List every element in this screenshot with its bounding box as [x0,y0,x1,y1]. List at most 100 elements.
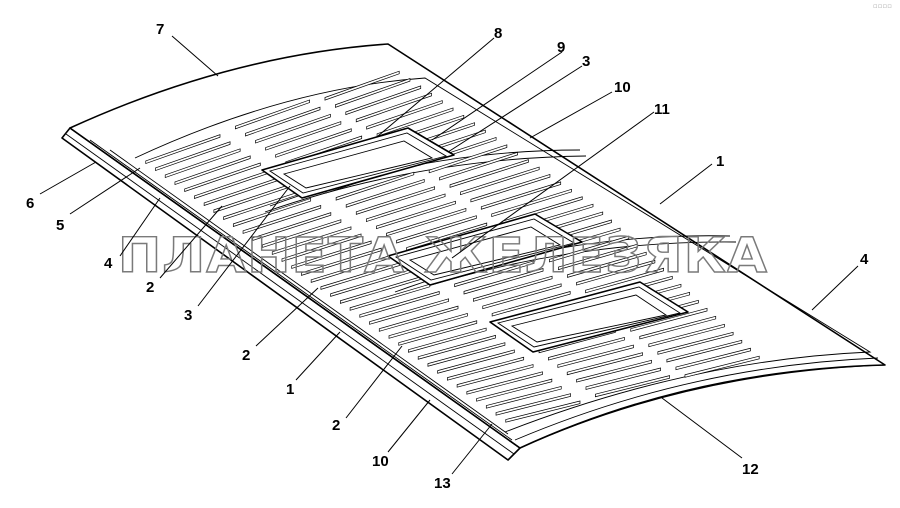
callout-11: 11 [654,101,670,118]
stamped-slot [466,371,543,395]
stamped-slot [427,342,506,367]
stamped-slot [164,148,241,179]
stamped-slot [480,181,562,210]
stamped-slot [349,283,431,311]
hatch-front [261,127,455,199]
stamped-slot [567,251,647,278]
leader-10-top [529,91,613,139]
stamped-slot [345,85,422,116]
leader-10-low [387,399,431,453]
callout-12: 12 [742,461,759,478]
stamped-slot [366,100,443,130]
roof-inner-frame [134,77,872,433]
hatch-openings [261,127,689,353]
stamped-slot [585,267,664,294]
hatch-rear [489,281,689,353]
stamped-slot [145,134,221,165]
stamped-slot [388,312,468,339]
stamped-slot [675,347,751,371]
stamped-slot [557,344,634,368]
callout-2-low: 2 [332,417,340,434]
stamped-slot [485,385,562,409]
leader-11 [451,111,655,259]
stamped-slot [376,200,456,230]
stamped-slot [505,400,581,423]
stamped-slot [369,298,449,325]
stamped-slot [271,226,352,255]
stamped-slot [476,378,553,402]
edge-strip-c [109,149,509,435]
stamped-slot [548,336,625,361]
stamped-slot [245,106,321,137]
stamped-slot [666,339,743,363]
stamped-slot [657,331,734,355]
edge-strip-b [89,139,513,441]
callout-2-top: 2 [146,279,154,296]
leader-1-right [659,163,713,205]
stamped-slot [265,121,342,151]
stamped-slot [428,144,508,174]
stamped-slot [335,78,411,108]
callout-4-left: 4 [104,255,113,272]
stamped-slot [242,205,322,234]
stamped-slot [275,128,352,158]
stamped-slot [174,155,251,186]
stamped-slot [639,315,717,340]
stamped-slot [408,327,487,353]
stamped-slot [345,178,425,208]
stamped-slot [376,107,454,137]
stamped-slot [396,215,477,244]
edge-strip-a [65,133,515,455]
stamped-slot [232,197,312,227]
stamped-slot [595,375,670,398]
rear-strip-b [514,357,879,441]
stamped-slot [324,70,400,101]
leader-1-left [295,331,341,381]
leader-6 [39,161,97,195]
leader-3-left [197,185,291,307]
stamped-slot [576,359,652,383]
stamped-slot [576,259,656,286]
stamped-slot [491,188,572,218]
callout-13: 13 [434,475,451,492]
leader-4-right [811,265,859,311]
hatch-middle [387,213,583,286]
leader-2-mid [255,287,319,347]
stamped-slot [495,393,571,416]
callout-10-top: 10 [614,79,631,96]
leader-3-top [447,65,583,153]
leader-9 [431,51,563,141]
stamped-slot [386,207,467,237]
stamped-slot [378,305,459,332]
stamped-slot [262,219,342,248]
leader-12 [661,397,743,459]
callout-1-left: 1 [286,381,294,398]
stamped-slot [630,307,708,332]
stamped-slot [398,320,478,346]
stamped-slot [558,243,638,271]
stamped-slot [255,113,331,144]
stamped-slot [406,222,488,251]
stamped-slot [417,334,496,360]
stamped-slot [460,166,540,196]
callout-8: 8 [494,25,502,42]
leader-2-top [159,205,223,279]
leader-2-low [345,345,403,419]
stamped-slot [437,349,515,374]
stamped-slot [355,186,436,215]
callout-labels: 7 8 9 3 10 11 1 6 5 4 2 3 4 2 1 2 10 13 … [26,21,869,492]
stamped-slot [549,235,630,263]
stamped-slot [359,291,440,318]
stamped-slot [335,171,415,201]
rib-2 [264,155,587,213]
leader-4-left [119,197,161,257]
callout-2-mid: 2 [242,347,250,364]
stamped-slot [463,268,544,295]
leader-13 [451,423,493,475]
stamped-slot [456,364,534,388]
leader-5 [69,167,141,215]
callout-10-low: 10 [372,453,389,470]
stamped-slot [355,92,432,123]
